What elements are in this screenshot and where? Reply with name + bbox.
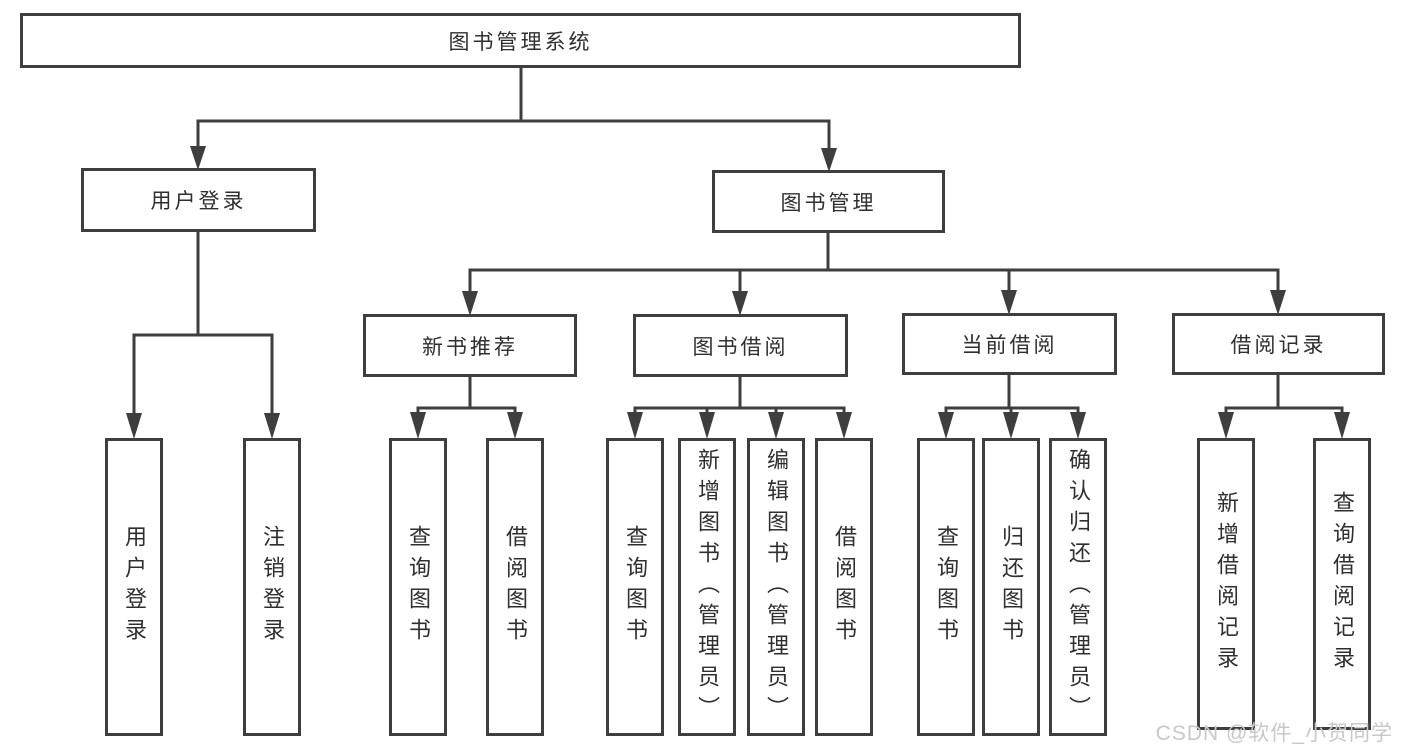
node-leaf-current-query-books: 查询图书 <box>917 438 975 736</box>
node-user-login: 用户登录 <box>81 168 316 232</box>
node-book-borrowing: 图书借阅 <box>633 314 848 377</box>
node-leaf-add-books-admin: 新增图书（管理员） <box>678 438 736 736</box>
node-leaf-borrowing-query-books: 查询图书 <box>606 438 664 736</box>
node-root-system: 图书管理系统 <box>20 13 1021 68</box>
node-book-management: 图书管理 <box>712 170 945 233</box>
node-leaf-edit-books-admin: 编辑图书（管理员） <box>747 438 805 736</box>
node-current-borrowing: 当前借阅 <box>902 313 1117 375</box>
node-new-book-recommend: 新书推荐 <box>363 314 577 377</box>
node-leaf-add-borrow-record: 新增借阅记录 <box>1197 438 1255 730</box>
node-leaf-logout: 注销登录 <box>243 438 301 736</box>
node-leaf-recommend-query-books: 查询图书 <box>389 438 447 736</box>
node-leaf-query-borrow-record: 查询借阅记录 <box>1313 438 1371 730</box>
node-leaf-return-books: 归还图书 <box>982 438 1040 736</box>
node-leaf-recommend-borrow-books: 借阅图书 <box>486 438 544 736</box>
csdn-watermark: CSDN @软件_小贺同学 <box>1155 722 1393 745</box>
node-borrowing-records: 借阅记录 <box>1172 313 1385 375</box>
node-leaf-user-login: 用户登录 <box>105 438 163 736</box>
node-leaf-borrow-books: 借阅图书 <box>815 438 873 736</box>
node-leaf-confirm-return-admin: 确认归还（管理员） <box>1049 438 1107 736</box>
arrowhead-icons <box>126 146 1350 439</box>
